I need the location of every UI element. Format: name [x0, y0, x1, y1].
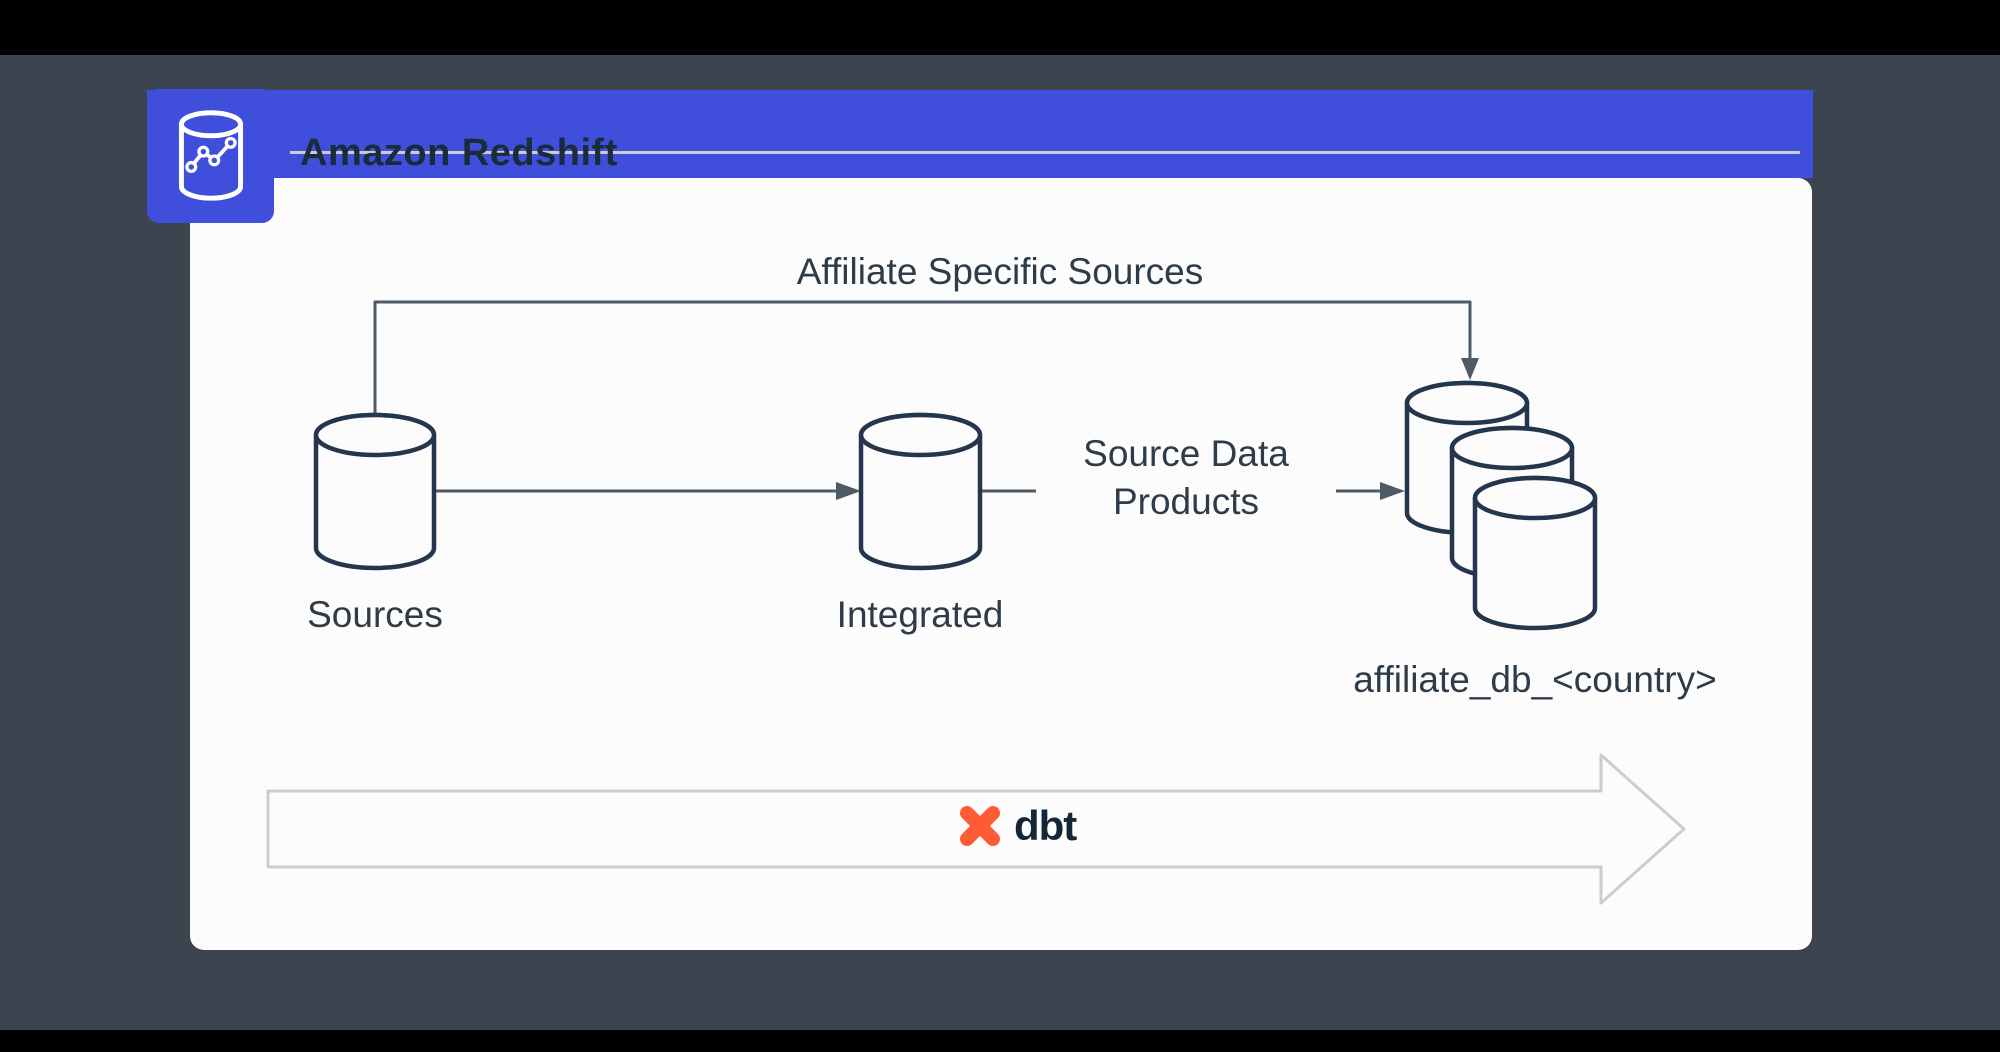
- process-flow-arrow: [266, 753, 1686, 905]
- diagram-canvas: Affiliate Specific Sources Source Data P…: [190, 178, 1812, 950]
- node-label-integrated: Integrated: [836, 594, 1004, 635]
- arrow-down-icon: [1461, 358, 1479, 380]
- redshift-database-icon: [178, 110, 243, 201]
- edge-label-source-data-products: Source Data Products: [1036, 430, 1336, 526]
- diagram-title: Amazon Redshift: [300, 132, 618, 174]
- node-label-sources: Sources: [307, 594, 443, 635]
- edge-affiliate-specific-sources: [373, 300, 1472, 415]
- container-border-line: [290, 151, 1800, 154]
- database-icon-integrated: [858, 412, 983, 571]
- dbt-label: dbt: [1014, 802, 1077, 849]
- database-stack-icon-affiliate-db: [1404, 380, 1598, 631]
- dbt-logo: dbt: [956, 798, 1077, 854]
- amazon-redshift-badge: [147, 89, 274, 223]
- dbt-icon: [960, 806, 1000, 846]
- edge-label-affiliate-specific-sources: Affiliate Specific Sources: [796, 251, 1204, 292]
- arrow-right-icon: [1380, 482, 1405, 500]
- arrow-right-icon: [836, 482, 861, 500]
- diagram-shapes: [266, 300, 1686, 905]
- redshift-header-band: [147, 90, 1813, 178]
- database-icon-sources: [313, 412, 437, 571]
- node-label-affiliate-db-country: affiliate_db_<country>: [1353, 659, 1717, 700]
